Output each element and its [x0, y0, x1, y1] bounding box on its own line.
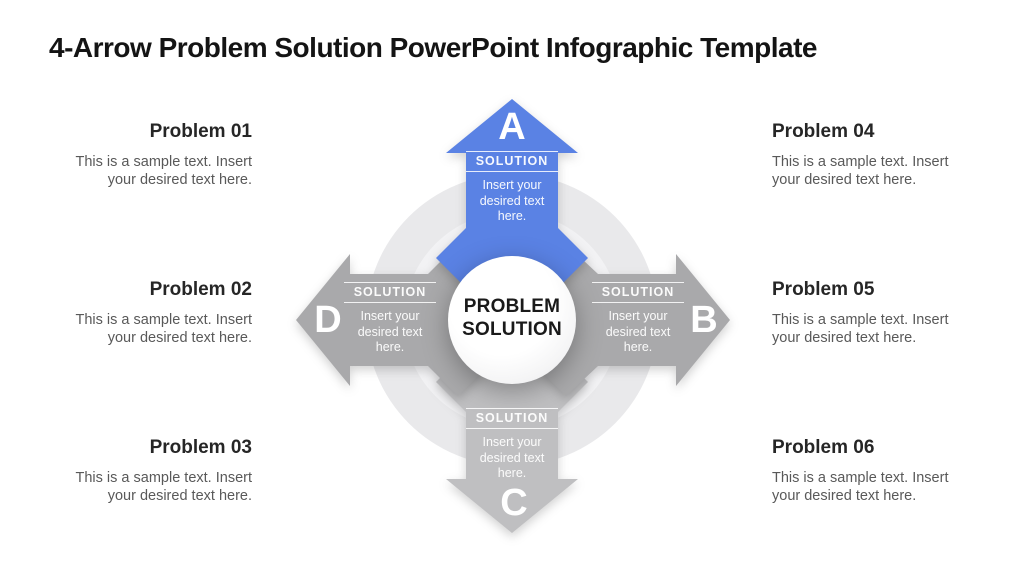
arrow-c-solution-block: SOLUTION Insert your desired text here.	[466, 408, 558, 482]
arrow-b-letter: B	[690, 299, 718, 341]
solution-body-line: desired text	[479, 450, 545, 465]
problem-block-05: Problem 05 This is a sample text. Insert…	[772, 278, 976, 347]
problem-body-line: your desired text here.	[772, 488, 917, 504]
arrow-d-solution-block: SOLUTION Insert your desired text here.	[344, 282, 436, 356]
problem-body: This is a sample text. Insert your desir…	[772, 311, 976, 347]
problem-block-03: Problem 03 This is a sample text. Insert…	[48, 436, 252, 505]
solution-body-text: Insert your desired text here.	[466, 178, 558, 225]
solution-body-line: Insert your	[482, 178, 542, 192]
problem-heading: Problem 04	[772, 121, 875, 142]
problem-block-01: Problem 01 This is a sample text. Insert…	[48, 120, 252, 189]
problem-block-04: Problem 04 This is a sample text. Insert…	[772, 120, 976, 189]
problem-block-06: Problem 06 This is a sample text. Insert…	[772, 436, 976, 505]
divider-line	[466, 171, 558, 172]
divider-line	[592, 282, 684, 283]
problem-body: This is a sample text. Insert your desir…	[48, 153, 252, 189]
problem-body-line: This is a sample text. Insert	[75, 312, 252, 328]
solution-body-line: desired text	[479, 193, 545, 208]
solution-label: SOLUTION	[601, 285, 675, 299]
divider-line	[466, 151, 558, 152]
divider-line	[344, 302, 436, 303]
problem-block-02: Problem 02 This is a sample text. Insert…	[48, 278, 252, 347]
problem-body-line: your desired text here.	[107, 172, 252, 188]
solution-label: SOLUTION	[475, 154, 549, 168]
center-label-line: SOLUTION	[462, 319, 562, 340]
center-label-line: PROBLEM	[463, 296, 561, 317]
problem-body: This is a sample text. Insert your desir…	[772, 469, 976, 505]
divider-line	[466, 428, 558, 429]
arrow-a-solution-block: SOLUTION Insert your desired text here.	[466, 151, 558, 225]
solution-body-line: desired text	[605, 324, 671, 339]
solution-body-text: Insert your desired text here.	[344, 309, 436, 356]
solution-body-line: here.	[375, 340, 405, 354]
problem-heading: Problem 06	[772, 437, 875, 458]
solution-body-line: here.	[497, 466, 527, 480]
solution-label: SOLUTION	[475, 411, 549, 425]
problem-heading: Problem 03	[149, 437, 252, 458]
problem-body-line: This is a sample text. Insert	[772, 312, 949, 328]
problem-body: This is a sample text. Insert your desir…	[772, 153, 976, 189]
divider-line	[466, 408, 558, 409]
divider-line	[344, 282, 436, 283]
problem-body-line: This is a sample text. Insert	[772, 470, 949, 486]
problem-body-line: your desired text here.	[772, 330, 917, 346]
problem-heading: Problem 05	[772, 279, 875, 300]
problem-body: This is a sample text. Insert your desir…	[48, 311, 252, 347]
problem-body-line: This is a sample text. Insert	[75, 470, 252, 486]
problem-body-line: This is a sample text. Insert	[772, 154, 949, 170]
solution-body-line: Insert your	[482, 435, 542, 449]
arrow-c-letter: C	[500, 482, 528, 524]
center-circle	[448, 256, 576, 384]
solution-body-line: Insert your	[360, 309, 420, 323]
solution-body-text: Insert your desired text here.	[466, 435, 558, 482]
solution-label: SOLUTION	[353, 285, 427, 299]
center-problem-solution-label: PROBLEM SOLUTION	[432, 295, 592, 341]
problem-body-line: This is a sample text. Insert	[75, 154, 252, 170]
solution-body-line: here.	[623, 340, 653, 354]
solution-body-line: desired text	[357, 324, 423, 339]
arrow-a-letter: A	[498, 106, 526, 148]
problem-heading: Problem 02	[149, 279, 252, 300]
divider-line	[592, 302, 684, 303]
problem-heading: Problem 01	[149, 121, 252, 142]
problem-body-line: your desired text here.	[772, 172, 917, 188]
problem-body-line: your desired text here.	[107, 488, 252, 504]
arrow-d-letter: D	[314, 299, 342, 341]
arrow-b-solution-block: SOLUTION Insert your desired text here.	[592, 282, 684, 356]
problem-body-line: your desired text here.	[107, 330, 252, 346]
solution-body-line: here.	[497, 209, 527, 223]
problem-body: This is a sample text. Insert your desir…	[48, 469, 252, 505]
solution-body-line: Insert your	[608, 309, 668, 323]
solution-body-text: Insert your desired text here.	[592, 309, 684, 356]
slide-title: 4-Arrow Problem Solution PowerPoint Info…	[49, 32, 818, 63]
